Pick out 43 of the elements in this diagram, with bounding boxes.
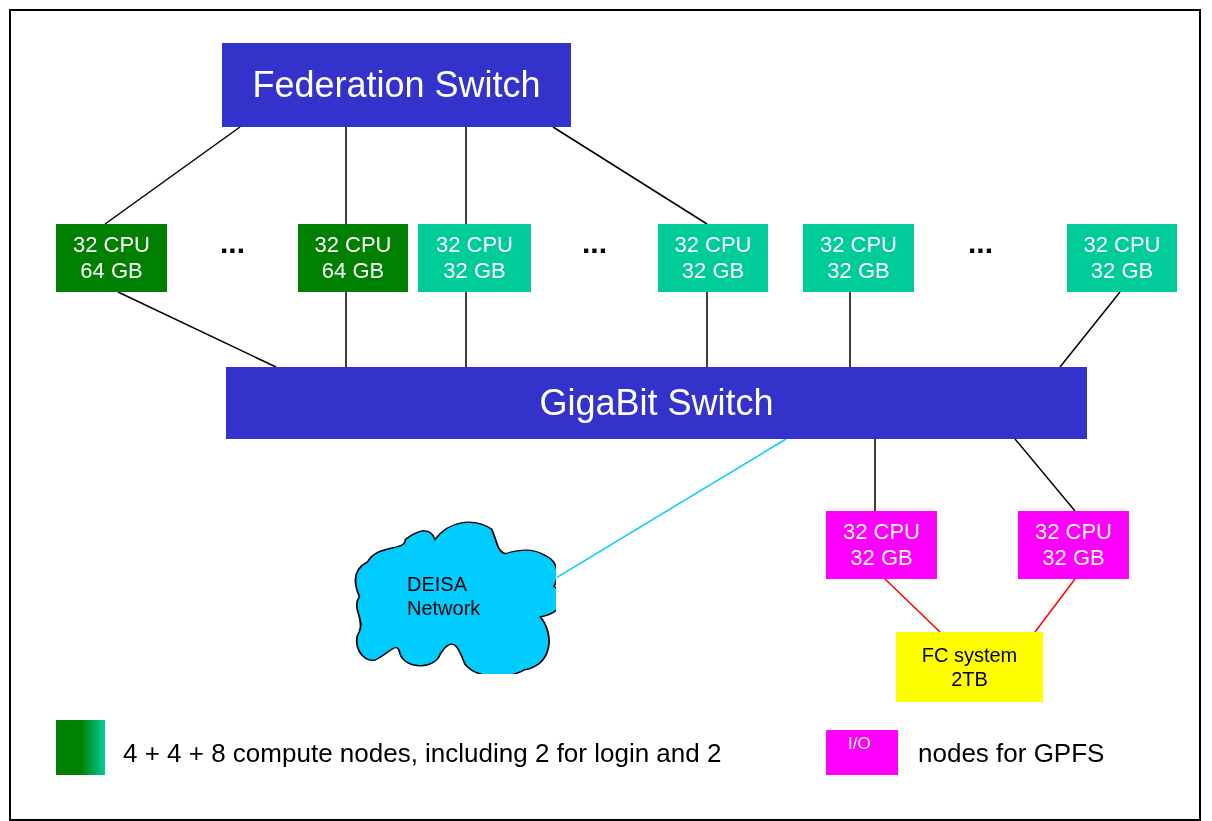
- storage-box: [896, 632, 1043, 702]
- connector-line: [874, 438, 876, 512]
- switch-box: [222, 43, 571, 127]
- legend-text: nodes for GPFS: [918, 738, 1105, 769]
- node-text: DEISA Network: [407, 572, 482, 620]
- ellipsis-text: ...: [220, 226, 245, 260]
- connector-line: [1014, 438, 1076, 512]
- compute-node-box: [418, 224, 531, 292]
- node-text: GigaBit Switch: [539, 381, 774, 425]
- node-text: Federation Switch: [252, 63, 541, 107]
- compute-node-box: [1067, 224, 1177, 292]
- compute-node-box: [298, 224, 408, 292]
- ellipsis-text: ...: [968, 226, 993, 260]
- node-text: 32 CPU 64 GB: [71, 231, 151, 285]
- connector-line: [884, 578, 941, 633]
- node-text: 32 CPU 64 GB: [313, 231, 393, 285]
- switch-box: [226, 367, 1087, 439]
- compute-node-box: [56, 224, 167, 292]
- node-text: 32 CPU 32 GB: [818, 231, 898, 285]
- compute-node-box: [658, 224, 768, 292]
- connector-line: [465, 291, 467, 368]
- connector-line: [552, 126, 708, 225]
- node-text: 32 CPU 32 GB: [673, 231, 753, 285]
- node-text: 32 CPU 32 GB: [1033, 518, 1113, 572]
- compute-node-box: [803, 224, 914, 292]
- node-text: FC system 2TB: [920, 643, 1019, 691]
- connector-line: [117, 291, 277, 368]
- connector-line: [1034, 578, 1076, 633]
- connector-line: [104, 126, 241, 225]
- connector-line: [1059, 291, 1121, 368]
- ellipsis-text: ...: [582, 226, 607, 260]
- swatch-text: I/O: [848, 734, 871, 754]
- legend-text: 4 + 4 + 8 compute nodes, including 2 for login and 2: [123, 738, 722, 769]
- connector-line: [345, 126, 347, 225]
- io-node-box: [826, 511, 937, 579]
- io-node-box: [1018, 511, 1129, 579]
- node-text: 32 CPU 32 GB: [434, 231, 514, 285]
- connector-line: [465, 126, 467, 225]
- node-text: 32 CPU 32 GB: [1082, 231, 1162, 285]
- connector-line: [706, 291, 708, 368]
- connector-line: [345, 291, 347, 368]
- connector-line: [849, 291, 851, 368]
- node-text: 32 CPU 32 GB: [841, 518, 921, 572]
